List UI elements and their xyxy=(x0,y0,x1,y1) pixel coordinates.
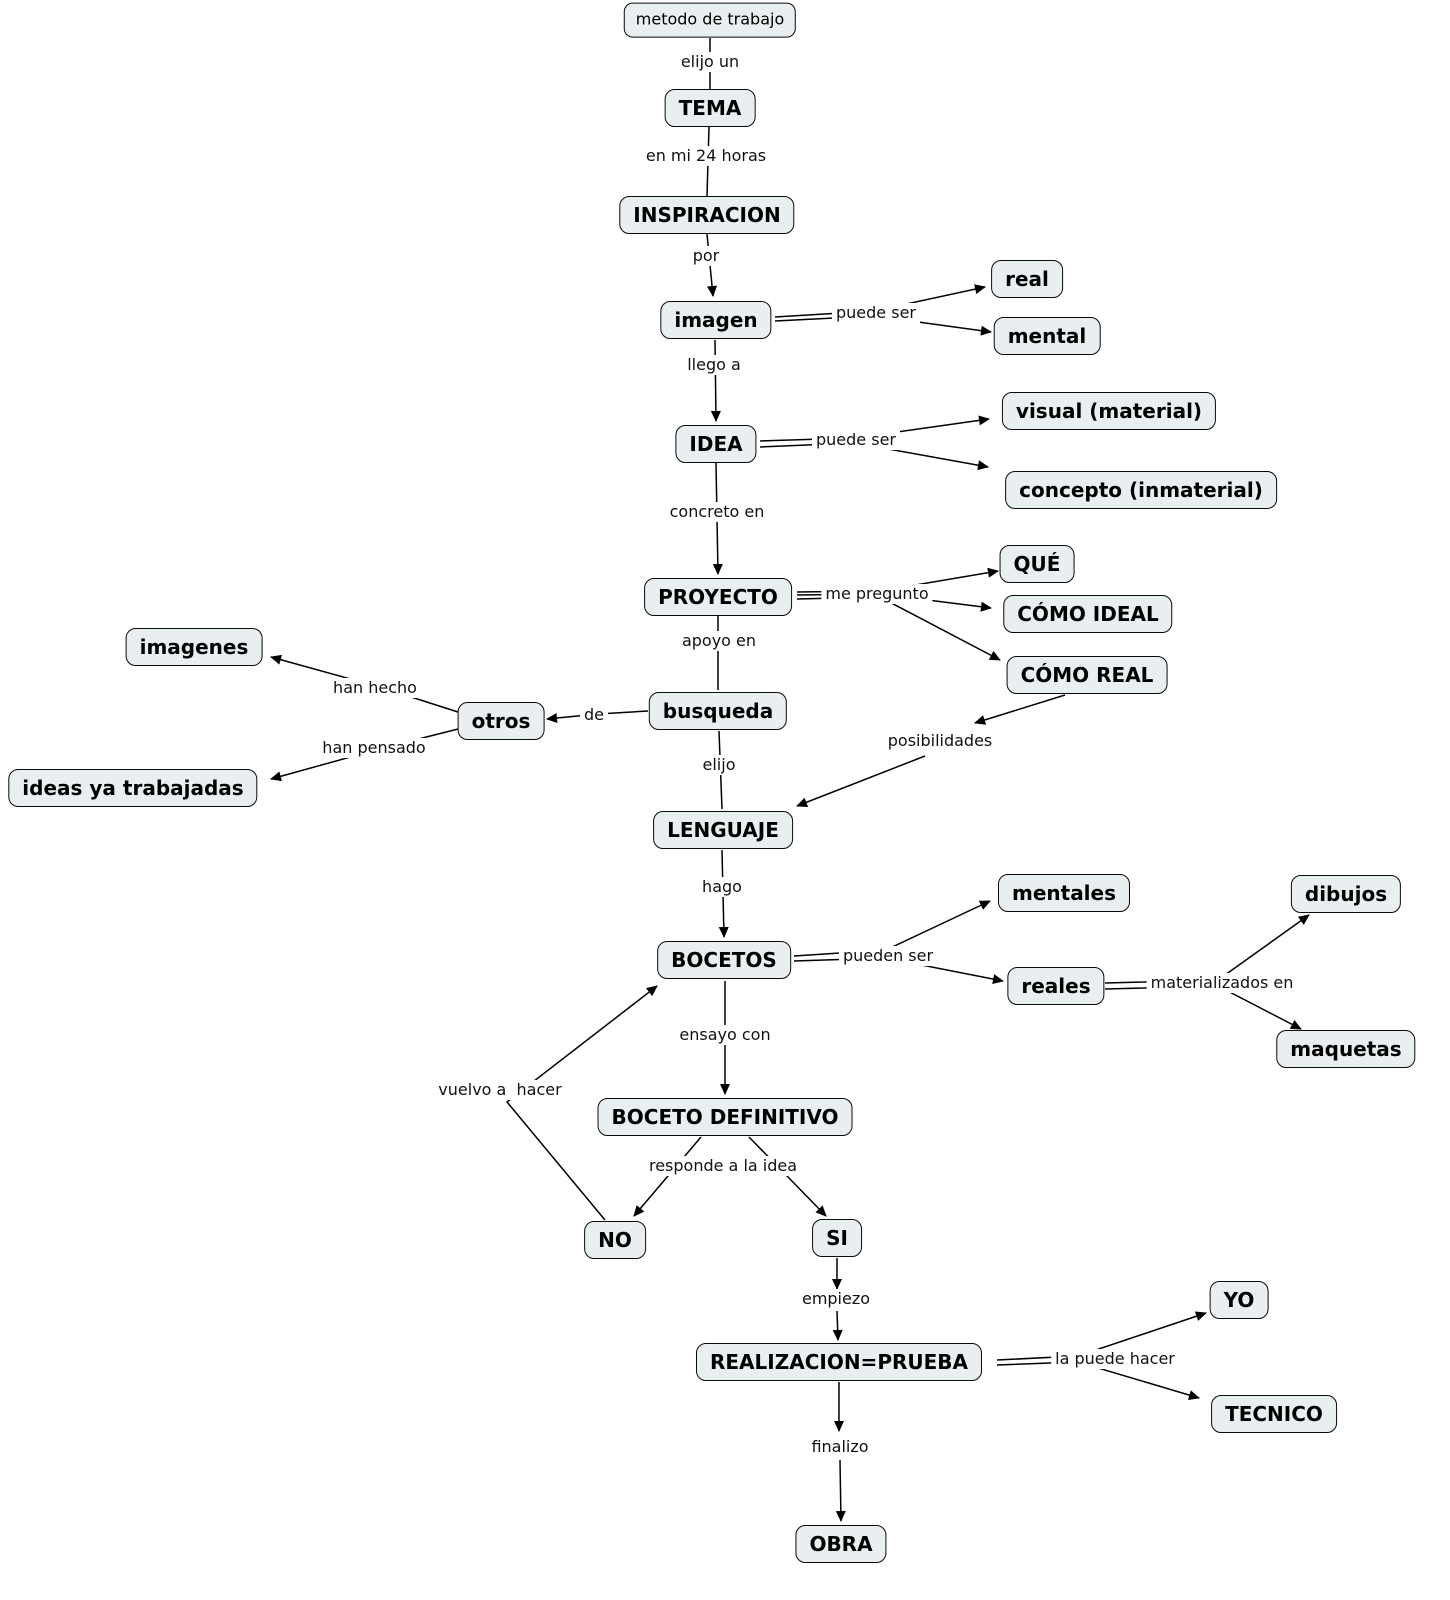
node-yo: YO xyxy=(1209,1281,1269,1319)
node-metodo-de-trabajo: metodo de trabajo xyxy=(623,2,797,38)
edge-proyecto-como-real xyxy=(796,596,1001,661)
node-maquetas: maquetas xyxy=(1276,1030,1416,1068)
edge-label-finalizo: finalizo xyxy=(807,1437,873,1457)
edge-posibilidades-lenguaje xyxy=(796,755,926,808)
edge-label-concreto-en: concreto en xyxy=(665,502,769,522)
node-imagen: imagen xyxy=(660,301,772,339)
edge-label-por: por xyxy=(688,246,724,266)
node-mental: mental xyxy=(993,317,1101,355)
node-obra: OBRA xyxy=(795,1525,887,1563)
edge-no-bocetos xyxy=(505,985,658,1221)
edge-label-materializados-en: materializados en xyxy=(1146,973,1298,993)
edge-label-vuelvo-a-hacer: vuelvo a hacer xyxy=(434,1080,566,1100)
edge-label-puede-ser-imagen: puede ser xyxy=(832,303,920,323)
node-busqueda: busqueda xyxy=(648,692,788,730)
node-inspiracion: INSPIRACION xyxy=(619,196,795,234)
edge-imagen-idea xyxy=(710,339,721,422)
node-no: NO xyxy=(584,1221,646,1259)
edge-label-apoyo-en: apoyo en xyxy=(677,631,761,651)
edge-boceto-definitivo-si xyxy=(748,1136,827,1217)
edge-label-ensayo-con: ensayo con xyxy=(675,1025,775,1045)
edge-label-llego-a: llego a xyxy=(683,355,745,375)
edge-boceto-definitivo-no xyxy=(633,1136,702,1217)
node-bocetos: BOCETOS xyxy=(657,941,791,979)
edge-label-han-hecho: han hecho xyxy=(329,678,421,698)
node-reales: reales xyxy=(1007,967,1105,1005)
edge-finalizo-obra xyxy=(835,1459,846,1522)
edge-label-empiezo: empiezo xyxy=(797,1289,875,1309)
node-realizacion-prueba: REALIZACION=PRUEBA xyxy=(695,1343,983,1381)
node-idea: IDEA xyxy=(675,425,757,463)
edge-label-en-mi-24-horas: en mi 24 horas xyxy=(641,146,771,166)
node-como-real: CÓMO REAL xyxy=(1006,656,1168,694)
node-tema: TEMA xyxy=(664,89,756,127)
edge-empiezo-realizacion xyxy=(832,1310,843,1341)
edge-label-me-pregunto: me pregunto xyxy=(821,584,933,604)
edge-label-puede-ser-idea: puede ser xyxy=(812,430,900,450)
node-si: SI xyxy=(812,1219,862,1257)
edge-label-de: de xyxy=(580,705,608,725)
node-dibujos: dibujos xyxy=(1290,875,1402,913)
node-lenguaje: LENGUAJE xyxy=(653,811,793,849)
node-como-ideal: CÓMO IDEAL xyxy=(1003,595,1173,633)
edge-label-la-puede-hacer: la puede hacer xyxy=(1051,1349,1179,1369)
node-visual-material: visual (material) xyxy=(1001,392,1217,430)
node-otros: otros xyxy=(457,702,545,740)
edge-label-posibilidades: posibilidades xyxy=(883,731,997,751)
node-imagenes: imagenes xyxy=(125,628,263,666)
edge-label-elijo-un: elijo un xyxy=(676,52,744,72)
edge-como-real-posibilidades xyxy=(974,694,1066,725)
node-proyecto: PROYECTO xyxy=(644,578,792,616)
node-real: real xyxy=(991,260,1063,298)
node-boceto-definitivo: BOCETO DEFINITIVO xyxy=(597,1098,853,1136)
node-mentales: mentales xyxy=(997,874,1131,912)
edge-label-pueden-ser: pueden ser xyxy=(838,946,938,966)
edge-label-hago: hago xyxy=(698,877,746,897)
edge-label-responde-a-la-idea: responde a la idea xyxy=(644,1156,802,1176)
node-que: QUÉ xyxy=(999,545,1075,583)
edge-label-han-pensado: han pensado xyxy=(318,738,430,758)
node-ideas-ya-trabajadas: ideas ya trabajadas xyxy=(8,769,258,807)
node-concepto-inmaterial: concepto (inmaterial) xyxy=(1005,471,1277,509)
node-tecnico: TECNICO xyxy=(1211,1395,1337,1433)
edge-label-elijo: elijo xyxy=(698,755,740,775)
